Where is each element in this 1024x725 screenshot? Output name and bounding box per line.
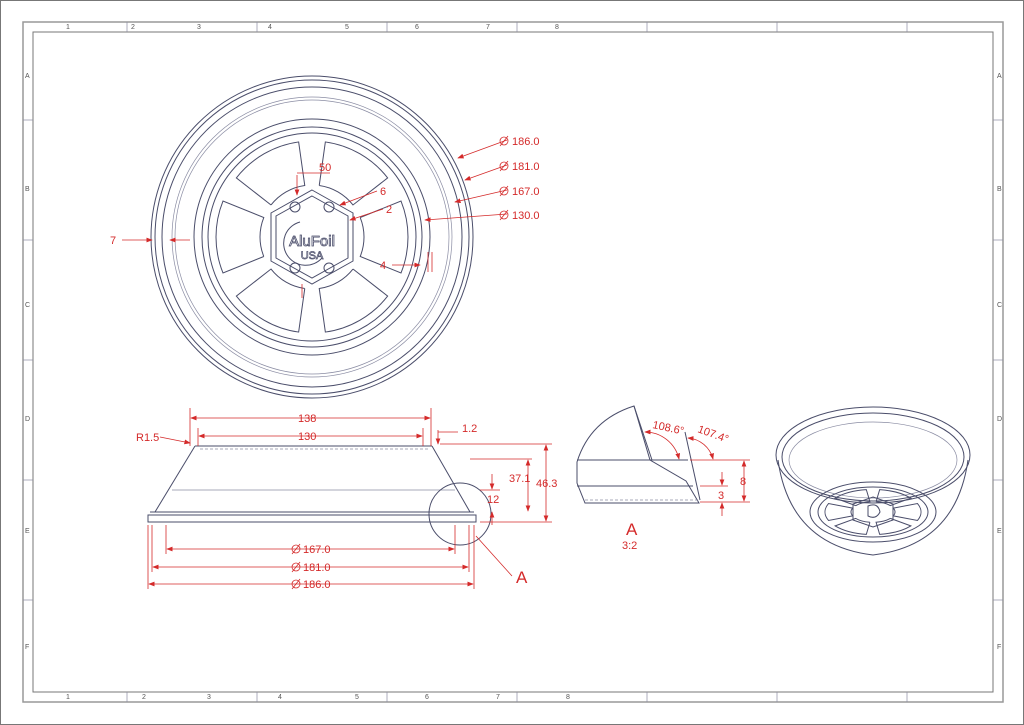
row-label: A xyxy=(997,73,1002,80)
col-label: 6 xyxy=(415,24,419,31)
column-labels-bottom: 1 2 3 4 5 6 7 8 xyxy=(66,694,570,701)
dim-gap-4: 4 xyxy=(380,260,386,272)
spoke-window xyxy=(875,489,912,507)
spoke-window xyxy=(359,200,409,274)
row-label: E xyxy=(997,528,1002,535)
dim-hole-6: 6 xyxy=(380,186,386,198)
dim-top-138: 138 xyxy=(298,413,316,425)
spoke-window xyxy=(235,141,306,206)
dim-diameter-130: 130.0 xyxy=(512,210,540,222)
col-label: 6 xyxy=(425,694,429,701)
col-label: 4 xyxy=(278,694,282,701)
col-label: 2 xyxy=(131,24,135,31)
row-label: E xyxy=(25,528,30,535)
row-label: F xyxy=(997,644,1001,651)
col-label: 7 xyxy=(486,24,490,31)
dim-diameter-167: 167.0 xyxy=(303,544,331,556)
spoke-window xyxy=(215,200,265,274)
dim-height-3: 3 xyxy=(718,490,724,502)
dim-diameter-167: 167.0 xyxy=(512,186,540,198)
col-label: 5 xyxy=(355,694,359,701)
side-view xyxy=(147,445,492,546)
top-view: AluFoil USA xyxy=(150,75,474,399)
dim-height-8: 8 xyxy=(740,476,746,488)
col-label: 3 xyxy=(207,694,211,701)
dim-height-37-1: 37.1 xyxy=(509,473,530,485)
dim-diameter-181: 181.0 xyxy=(512,161,540,173)
spoke-window xyxy=(834,517,871,535)
dim-top-130: 130 xyxy=(298,431,316,443)
row-label: C xyxy=(997,302,1002,309)
row-label: C xyxy=(25,302,30,309)
detail-view-a: 108.6° 107.4° 8 3 A 3:2 xyxy=(576,405,750,552)
dim-diameter-186: 186.0 xyxy=(303,579,331,591)
spoke-window xyxy=(892,503,922,521)
row-label: B xyxy=(25,186,30,193)
dim-radius-2: 2 xyxy=(386,204,392,216)
col-label: 5 xyxy=(345,24,349,31)
top-view-dimensions: 186.0 181.0 167.0 130.0 50 6 2 7 4 xyxy=(110,135,540,298)
row-label: D xyxy=(25,416,30,423)
side-view-dimensions: 138 130 R1.5 1.2 46.3 37.1 12 167.0 181.… xyxy=(136,408,557,591)
col-label: 1 xyxy=(66,24,70,31)
row-label: B xyxy=(997,186,1002,193)
col-label: 8 xyxy=(566,694,570,701)
spoke-window xyxy=(235,268,306,333)
spoke-window xyxy=(318,268,389,333)
dim-height-46-3: 46.3 xyxy=(536,478,557,490)
dim-lip-1-2: 1.2 xyxy=(462,423,477,435)
detail-scale: 3:2 xyxy=(622,540,637,552)
spoke-windows xyxy=(215,141,409,333)
row-label: A xyxy=(25,73,30,80)
dim-diameter-186: 186.0 xyxy=(512,136,540,148)
spoke-window xyxy=(318,141,389,206)
row-label: D xyxy=(997,416,1002,423)
col-label: 2 xyxy=(142,694,146,701)
dim-width-50: 50 xyxy=(319,162,331,174)
logo-text: AluFoil xyxy=(289,233,335,250)
spoke-window xyxy=(834,489,871,507)
logo-text: USA xyxy=(301,250,324,262)
col-label: 3 xyxy=(197,24,201,31)
row-label: F xyxy=(25,644,29,651)
dim-rim-7: 7 xyxy=(110,235,116,247)
dim-radius-1-5: R1.5 xyxy=(136,432,159,444)
dim-angle-108-6: 108.6° xyxy=(651,419,685,437)
col-label: 1 xyxy=(66,694,70,701)
column-labels-top: 1 2 3 4 5 6 7 8 xyxy=(66,24,559,31)
spoke-window xyxy=(875,517,912,535)
col-label: 4 xyxy=(268,24,272,31)
col-label: 8 xyxy=(555,24,559,31)
dim-diameter-181: 181.0 xyxy=(303,562,331,574)
spoke-window xyxy=(824,503,854,521)
row-labels: A B C D E F A B C D E F xyxy=(25,73,1002,651)
col-label: 7 xyxy=(496,694,500,701)
detail-label: A xyxy=(626,520,638,539)
isometric-view xyxy=(775,406,971,556)
detail-callout-label: A xyxy=(516,568,528,587)
dim-height-12: 12 xyxy=(487,494,499,506)
